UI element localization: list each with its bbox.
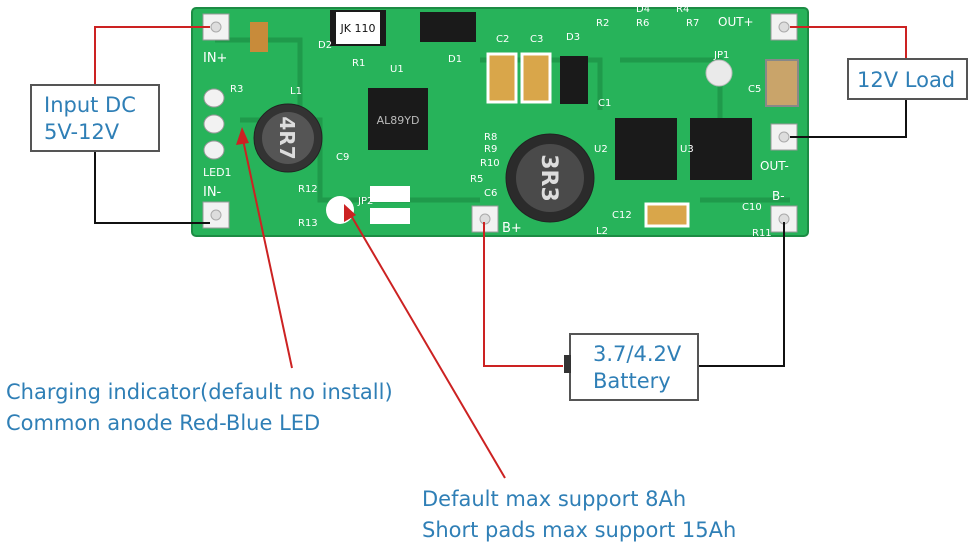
- diode-d2: JK 110: [330, 10, 386, 46]
- ref-c10: C10: [742, 202, 762, 213]
- ref-r4: R4: [676, 4, 689, 15]
- pcb-board: 4R7 AL89YD JK 110 3R3: [191, 7, 809, 237]
- ref-r5: R5: [470, 174, 483, 185]
- chip-u3: [690, 118, 752, 180]
- pad-label-out-plus: OUT+: [718, 15, 754, 29]
- input-dc-line1: Input DC: [44, 93, 136, 117]
- battery-line2: Battery: [593, 369, 671, 393]
- capacitor-small: [250, 22, 268, 52]
- ref-r1: R1: [352, 58, 365, 69]
- ref-r8: R8: [484, 132, 497, 143]
- chip-u1: AL89YD: [368, 88, 428, 150]
- ref-r2: R2: [596, 18, 609, 29]
- inductor-l2-label: 3R3: [536, 154, 561, 202]
- diode-d3: [560, 56, 588, 104]
- battery-callout: 3.7/4.2V Battery: [564, 333, 699, 401]
- ref-r12: R12: [298, 184, 318, 195]
- battery-terminal-icon: [564, 355, 571, 373]
- input-dc-line2: 5V-12V: [44, 120, 120, 144]
- load-wires: [790, 26, 907, 138]
- inductor-l1: 4R7: [253, 103, 323, 173]
- capacity-note-line1: Default max support 8Ah: [422, 487, 687, 511]
- ref-c2: C2: [496, 34, 509, 45]
- inductor-l2: 3R3: [505, 133, 595, 223]
- input-wires: [94, 26, 210, 224]
- ref-jp1: JP1: [713, 50, 729, 61]
- ref-c1: C1: [598, 98, 611, 109]
- ref-d1: D1: [448, 54, 462, 65]
- diode-d1: [420, 12, 476, 42]
- inductor-l1-label: 4R7: [275, 116, 299, 159]
- ref-r10: R10: [480, 158, 500, 169]
- pad-label-out-minus: OUT-: [760, 159, 789, 173]
- indicator-pointer: [236, 127, 293, 369]
- ref-d3: D3: [566, 32, 580, 43]
- ref-u1: U1: [390, 64, 404, 75]
- ref-l1: L1: [290, 86, 302, 97]
- ref-r13: R13: [298, 218, 318, 229]
- ref-u3: U3: [680, 144, 694, 155]
- load-callout: 12V Load: [847, 58, 968, 100]
- ref-r9: R9: [484, 144, 497, 155]
- battery-line1: 3.7/4.2V: [593, 342, 682, 366]
- diode-d2-label: JK 110: [340, 22, 376, 35]
- pad-label-in-minus: IN-: [203, 185, 222, 200]
- pad-in-minus: [202, 201, 230, 229]
- pad-label-led1: LED1: [203, 166, 232, 179]
- capacitor-c3: [520, 52, 552, 104]
- ref-r7: R7: [686, 18, 699, 29]
- ref-c3: C3: [530, 34, 543, 45]
- capacity-pointer: [344, 204, 506, 479]
- ref-r6: R6: [636, 18, 649, 29]
- pad-label-b-minus: B-: [772, 189, 785, 203]
- chip-u1-label: AL89YD: [377, 114, 420, 127]
- capacitor-c5: [765, 59, 799, 107]
- pad-label-in-plus: IN+: [203, 51, 227, 66]
- capacity-note: Default max support 8Ah Short pads max s…: [422, 484, 736, 546]
- ref-c12: C12: [612, 210, 632, 221]
- ref-c9: C9: [336, 152, 349, 163]
- pad-label-b-plus: B+: [502, 221, 522, 236]
- load-label: 12V Load: [857, 68, 956, 92]
- ref-d2: D2: [318, 40, 332, 51]
- led-pads: [203, 88, 225, 160]
- capacitor-c12: [644, 202, 690, 228]
- capacity-note-line2: Short pads max support 15Ah: [422, 518, 737, 542]
- chip-u2: [615, 118, 677, 180]
- jumper-jp1: [705, 59, 733, 87]
- ref-c6: C6: [484, 188, 497, 199]
- ref-l2: L2: [596, 226, 608, 237]
- ref-d4: D4: [636, 4, 650, 15]
- ref-r3: R3: [230, 84, 243, 95]
- input-dc-callout: Input DC 5V-12V: [30, 84, 160, 152]
- ref-c5: C5: [748, 84, 761, 95]
- indicator-note: Charging indicator(default no install) C…: [6, 377, 393, 439]
- battery-wires: [483, 222, 785, 367]
- pad-b-minus: [770, 205, 798, 233]
- indicator-note-line1: Charging indicator(default no install): [6, 380, 393, 404]
- capacitor-c2: [486, 52, 518, 104]
- ref-jp2: JP2: [357, 196, 373, 207]
- resistor-r12: [370, 186, 410, 202]
- indicator-note-line2: Common anode Red-Blue LED: [6, 411, 321, 435]
- ref-r11: R11: [752, 228, 772, 239]
- resistor-r13: [370, 208, 410, 224]
- ref-u2: U2: [594, 144, 608, 155]
